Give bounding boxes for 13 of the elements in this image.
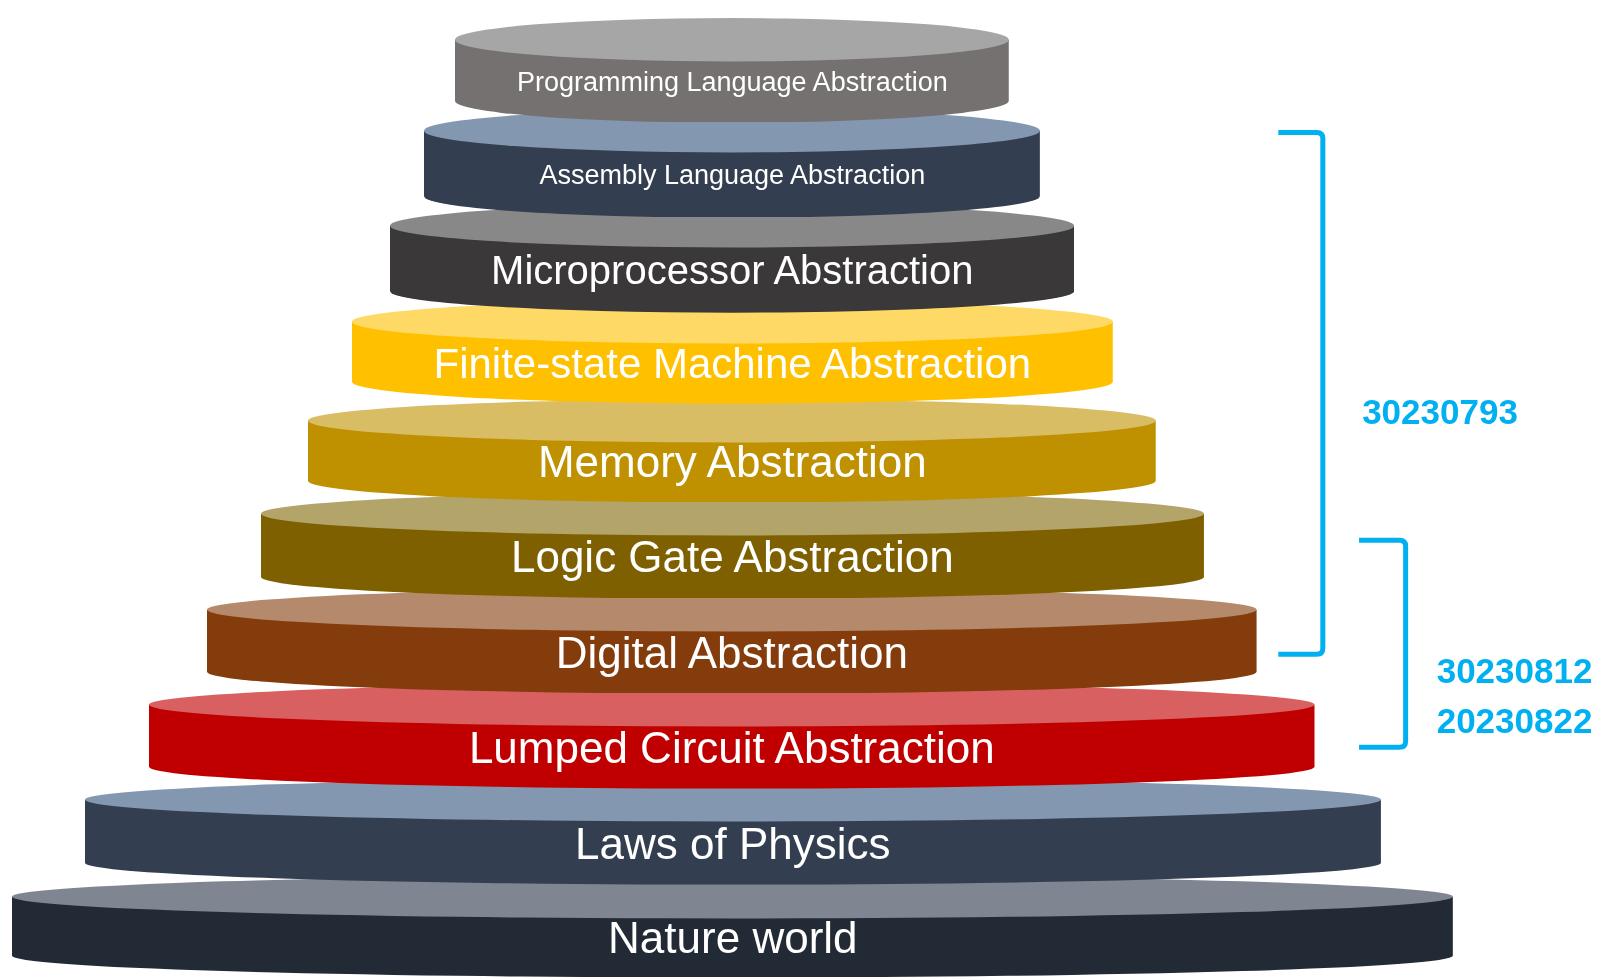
number-label: 30230793 [1362, 391, 1518, 432]
number-label: 20230822 [1436, 701, 1593, 742]
layer-label: Nature world [607, 912, 859, 963]
layer-label: Memory Abstraction [536, 437, 928, 488]
layer-label: Logic Gate Abstraction [509, 531, 955, 582]
layer-label: Laws of Physics [574, 818, 892, 869]
layer-label: Assembly Language Abstraction [538, 159, 927, 191]
number-label: 30230812 [1436, 650, 1593, 691]
layer-label: Digital Abstraction [554, 627, 909, 678]
layer-label: Programming Language Abstraction [515, 66, 949, 98]
layer-label: Microprocessor Abstraction [490, 247, 975, 293]
layer-label: Lumped Circuit Abstraction [467, 722, 996, 773]
layer-label: Finite-state Machine Abstraction [432, 339, 1033, 388]
